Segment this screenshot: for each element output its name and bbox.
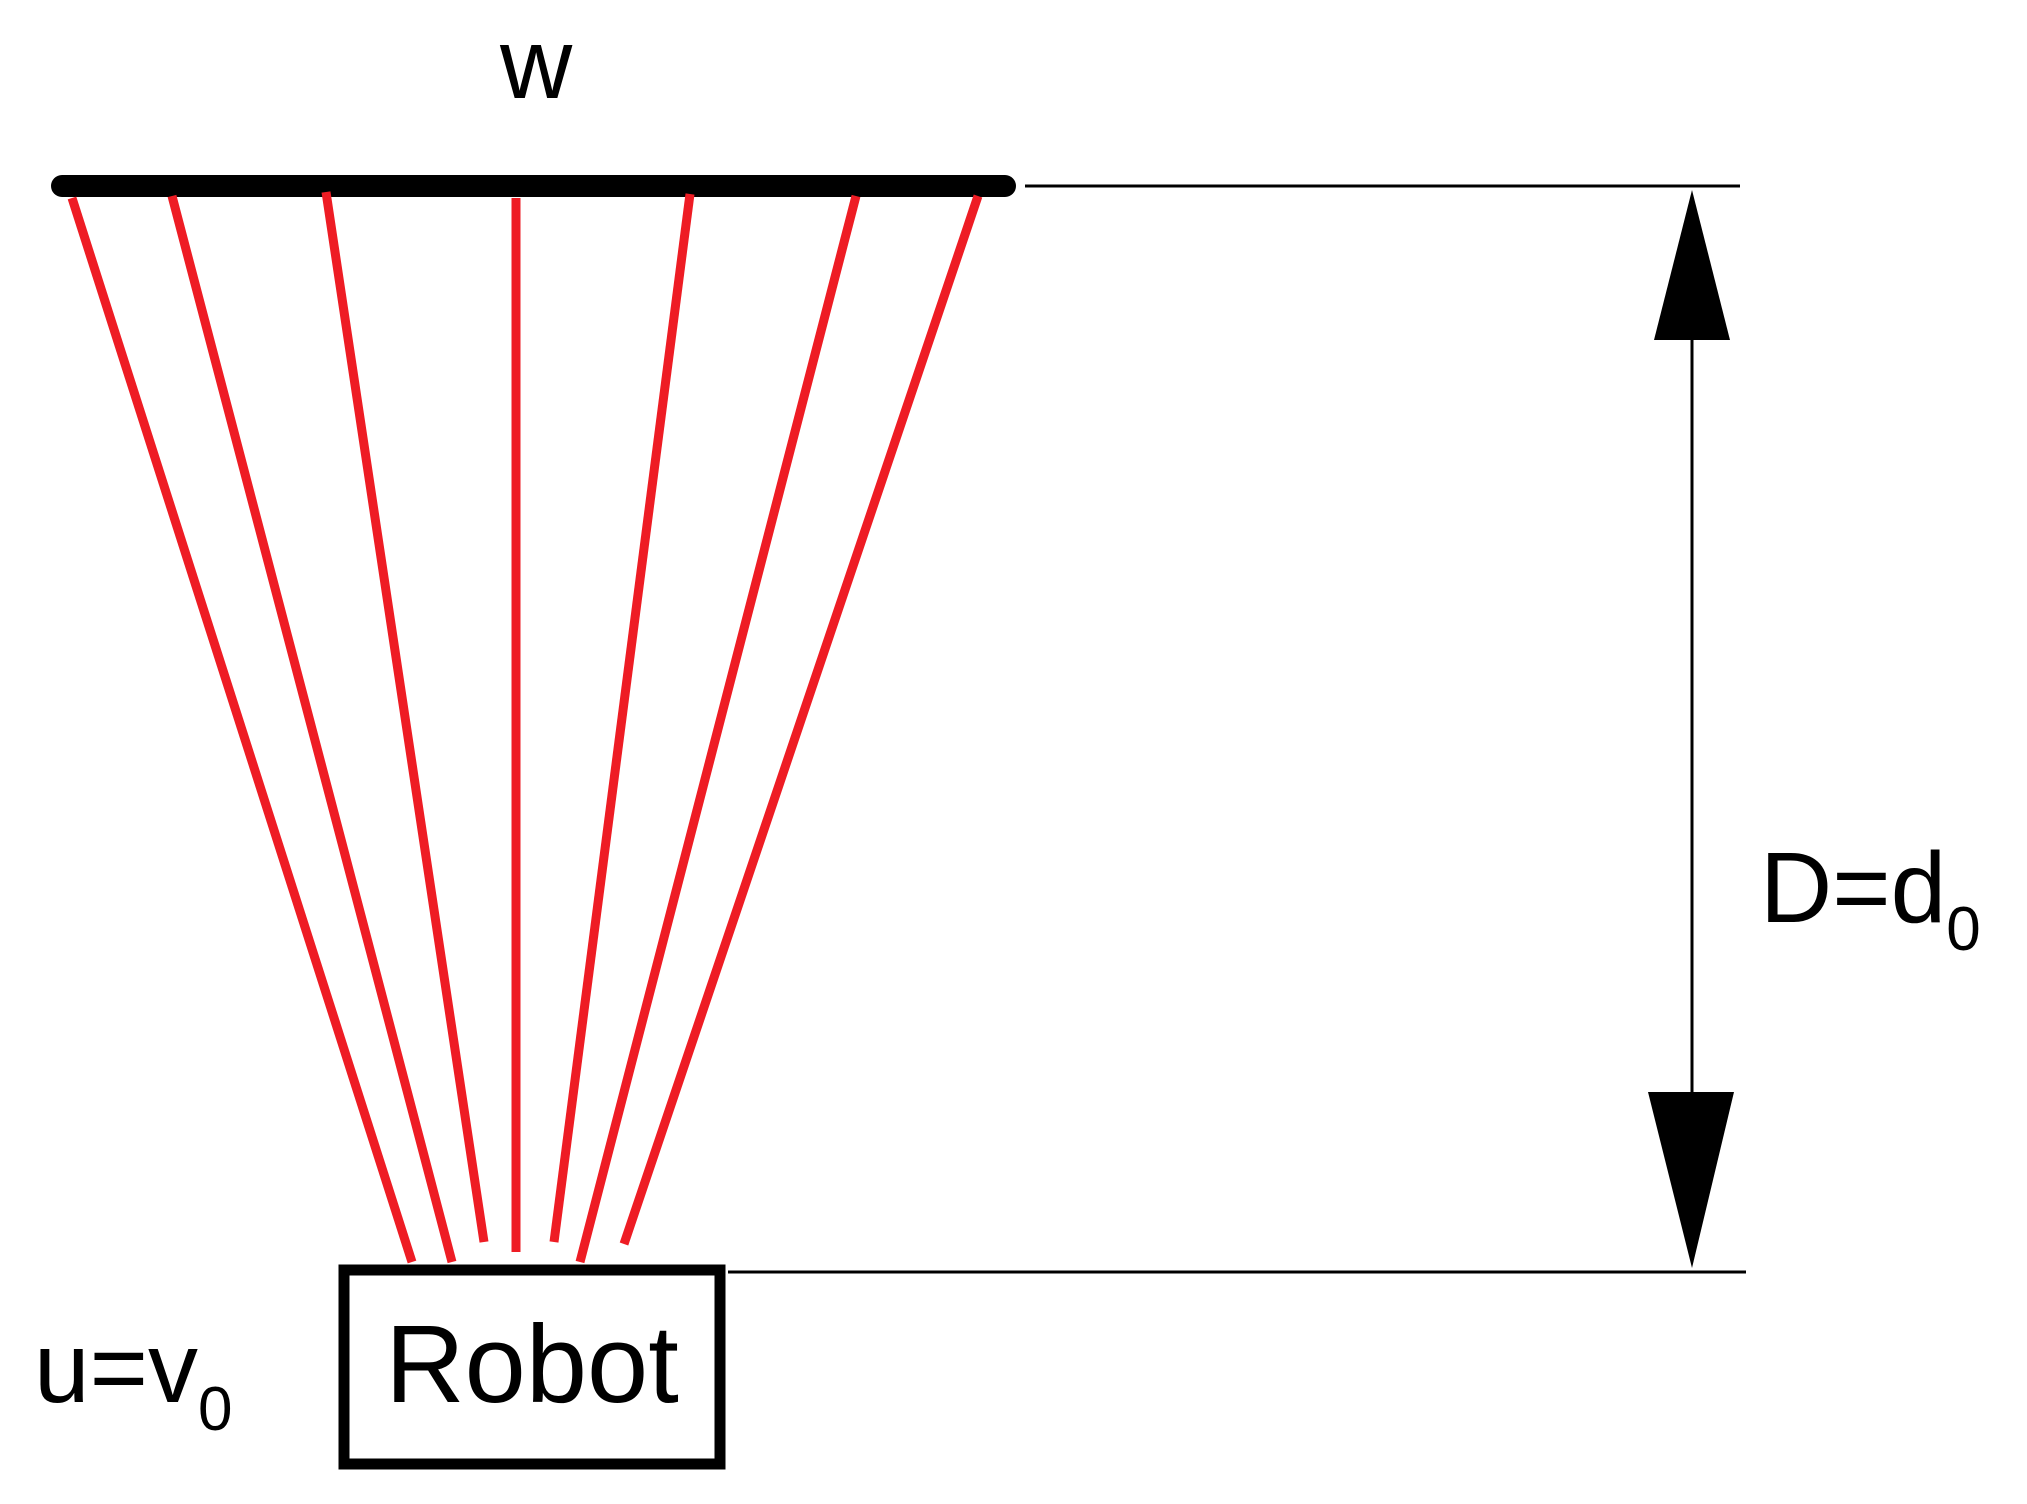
sensor-ray [67,196,417,1264]
distance-label: D=d0 [1760,838,1981,961]
robot-label: Robot [385,1303,679,1426]
sensor-ray [619,194,983,1246]
robot-box [338,1264,726,1470]
wall-label: w [500,8,573,120]
sensor-rays [67,191,983,1264]
arrow-up-icon [1654,190,1730,340]
sensor-ray [575,194,861,1264]
arrow-down-icon [1648,1092,1734,1268]
sensor-ray [321,191,489,1243]
velocity-label: u=v0 [34,1318,233,1441]
distance-label-subscript: 0 [1946,894,1981,964]
distance-label-main: D=d [1760,832,1947,944]
velocity-label-subscript: 0 [198,1374,233,1444]
sensor-ray [167,194,457,1264]
sensor-ray [549,193,695,1243]
velocity-label-main: u=v [34,1312,199,1424]
